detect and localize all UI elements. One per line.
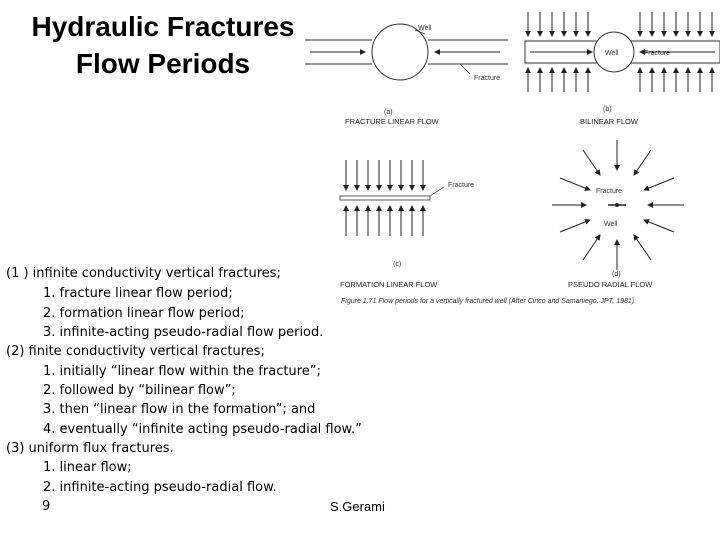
list-item: 1. fracture linear flow period; [43,286,233,301]
panel-c-letter: (c) [393,261,401,268]
panel-d-pseudo-radial-flow: Fracture Well (d) PSEUDO RADIAL FLOW [552,140,684,289]
panel-b-caption: BILINEAR FLOW [580,117,639,126]
panel-b-well-label: Well [605,50,619,57]
author-name: S.Gerami [330,499,385,514]
panel-c-formation-linear-flow: Fracture (c) FORMATION LINEAR FLOW [339,160,474,289]
list-item: 4. eventually “infinite acting pseudo-ra… [43,422,362,437]
list-heading-3: (3) uniform flux fractures. [6,441,174,456]
panel-d-fracture-label: Fracture [596,188,622,195]
list-heading-1: (1 ) infinite conductivity vertical frac… [6,266,281,281]
list-item: 3. then “linear flow in the formation”; … [43,402,316,417]
panel-a-fracture-label: Fracture [474,75,500,82]
page-number: 9 [42,499,51,514]
list-item: 2. followed by “bilinear flow”; [43,383,236,398]
panel-a-letter: (a) [384,109,393,116]
panel-a-fracture-linear-flow: Well Fracture (a) FRACTURE LINEAR FLOW [305,23,508,126]
panel-c-fracture-label: Fracture [448,182,474,189]
panel-d-caption: PSEUDO RADIAL FLOW [568,280,653,289]
list-heading-2: (2) finite conductivity vertical fractur… [6,344,265,359]
list-item: 3. infinite-acting pseudo-radial flow pe… [43,325,324,340]
slide-title: Hydraulic Fractures Flow Periods [28,8,298,82]
panel-a-caption: FRACTURE LINEAR FLOW [345,117,440,126]
panel-a-well-label: Well [418,25,432,32]
list-item: 1. initially “linear flow within the fra… [43,364,321,379]
panel-b-bilinear-flow: Well Fracture (b) BILINEAR FLOW [524,12,720,126]
title-line-1: Hydraulic Fractures [31,11,295,42]
figure-caption: Figure 1.71 Flow periods for a verticall… [341,298,636,305]
panel-d-well-label: Well [604,221,618,228]
panel-d-letter: (d) [612,271,621,278]
list-item: 2. infinite-acting pseudo-radial flow. [43,480,277,495]
panel-c-caption: FORMATION LINEAR FLOW [340,280,438,289]
panel-b-letter: (b) [603,106,612,113]
list-item: 2. formation linear flow period; [43,306,245,321]
list-item: 1. linear flow; [43,460,132,475]
panel-b-fracture-label: Fracture [644,50,670,57]
title-line-2: Flow Periods [75,48,251,79]
